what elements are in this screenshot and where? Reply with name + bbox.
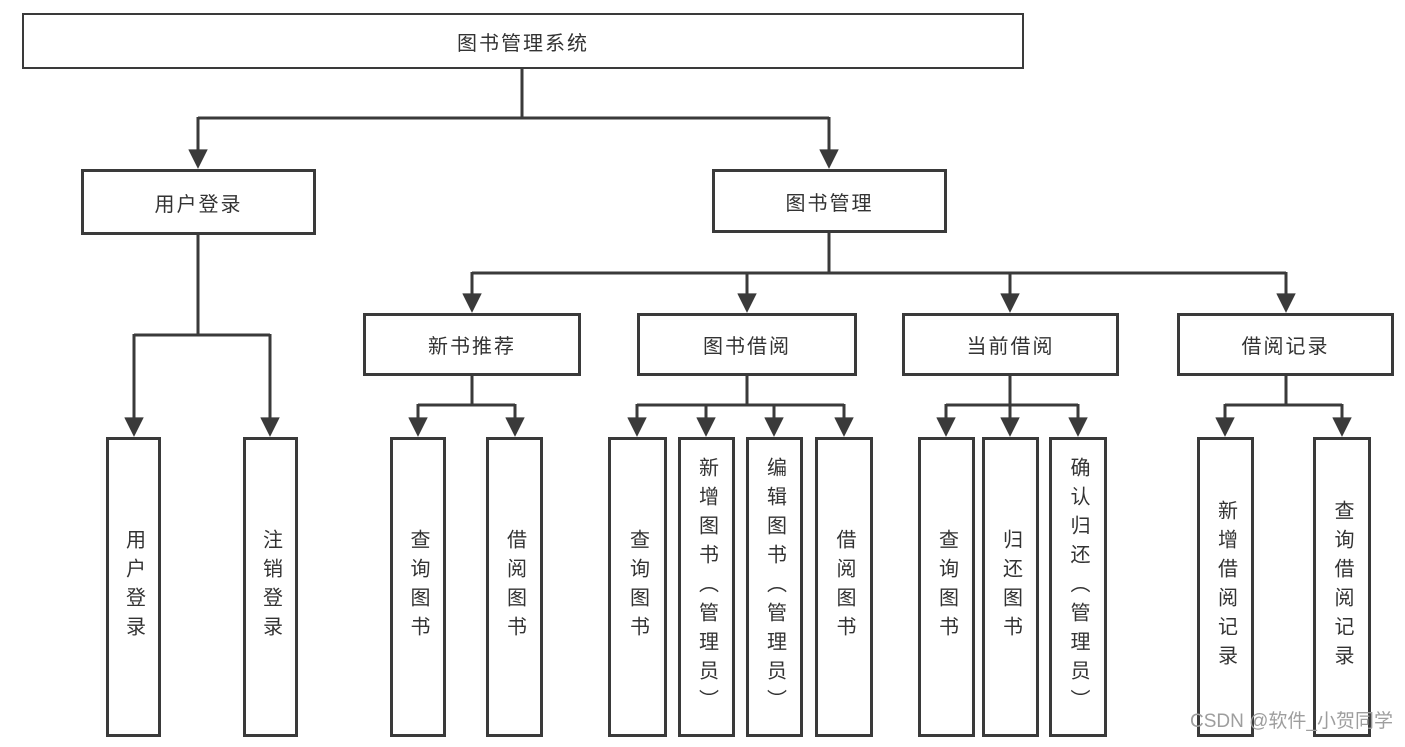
node-book-borrow-label: 图书借阅: [703, 336, 791, 358]
leaf-logout-label: 注销登录: [259, 529, 282, 645]
node-user-login-label: 用户登录: [154, 193, 243, 216]
node-book-management: 图书管理: [712, 169, 947, 233]
leaf-query-books-current-label: 查询图书: [935, 529, 958, 645]
node-root-label: 图书管理系统: [457, 32, 589, 55]
node-current-borrow-label: 当前借阅: [966, 336, 1055, 358]
watermark: CSDN @软件_小贺同学: [1190, 711, 1393, 732]
leaf-borrow-books-label: 借阅图书: [833, 529, 855, 645]
leaf-return-book: 归还图书: [982, 437, 1039, 737]
node-borrow-records-label: 借阅记录: [1241, 336, 1330, 358]
leaf-user-login-label: 用户登录: [122, 529, 145, 645]
node-root: 图书管理系统: [22, 13, 1024, 69]
node-book-management-label: 图书管理: [785, 192, 874, 215]
leaf-query-books-recommend-label: 查询图书: [407, 529, 429, 645]
leaf-query-borrow-record-label: 查询借阅记录: [1331, 500, 1353, 674]
leaf-confirm-return-admin: 确认归还（管理员）: [1049, 437, 1107, 737]
node-current-borrow: 当前借阅: [902, 313, 1119, 376]
node-book-borrow: 图书借阅: [637, 313, 857, 376]
node-new-book-recommend-label: 新书推荐: [428, 336, 516, 358]
leaf-query-books-recommend: 查询图书: [390, 437, 446, 737]
leaf-borrow-books: 借阅图书: [815, 437, 873, 737]
leaf-add-borrow-record: 新增借阅记录: [1197, 437, 1254, 737]
node-new-book-recommend: 新书推荐: [363, 313, 581, 376]
leaf-logout: 注销登录: [243, 437, 298, 737]
leaf-add-borrow-record-label: 新增借阅记录: [1214, 500, 1237, 674]
leaf-edit-book-admin-label: 编辑图书（管理员）: [763, 456, 786, 718]
leaf-user-login: 用户登录: [106, 437, 161, 737]
node-user-login: 用户登录: [81, 169, 316, 235]
leaf-return-book-label: 归还图书: [999, 529, 1022, 645]
node-borrow-records: 借阅记录: [1177, 313, 1394, 376]
leaf-add-book-admin-label: 新增图书（管理员）: [695, 456, 718, 718]
leaf-query-books-borrow-label: 查询图书: [626, 529, 649, 645]
leaf-add-book-admin: 新增图书（管理员）: [678, 437, 735, 737]
leaf-confirm-return-admin-label: 确认归还（管理员）: [1067, 456, 1089, 718]
leaf-edit-book-admin: 编辑图书（管理员）: [746, 437, 803, 737]
leaf-borrow-books-recommend: 借阅图书: [486, 437, 543, 737]
leaf-query-books-borrow: 查询图书: [608, 437, 667, 737]
connector-arrows: [124, 69, 1352, 437]
leaf-query-books-current: 查询图书: [918, 437, 975, 737]
leaf-query-borrow-record: 查询借阅记录: [1313, 437, 1371, 737]
leaf-borrow-books-recommend-label: 借阅图书: [503, 529, 526, 645]
